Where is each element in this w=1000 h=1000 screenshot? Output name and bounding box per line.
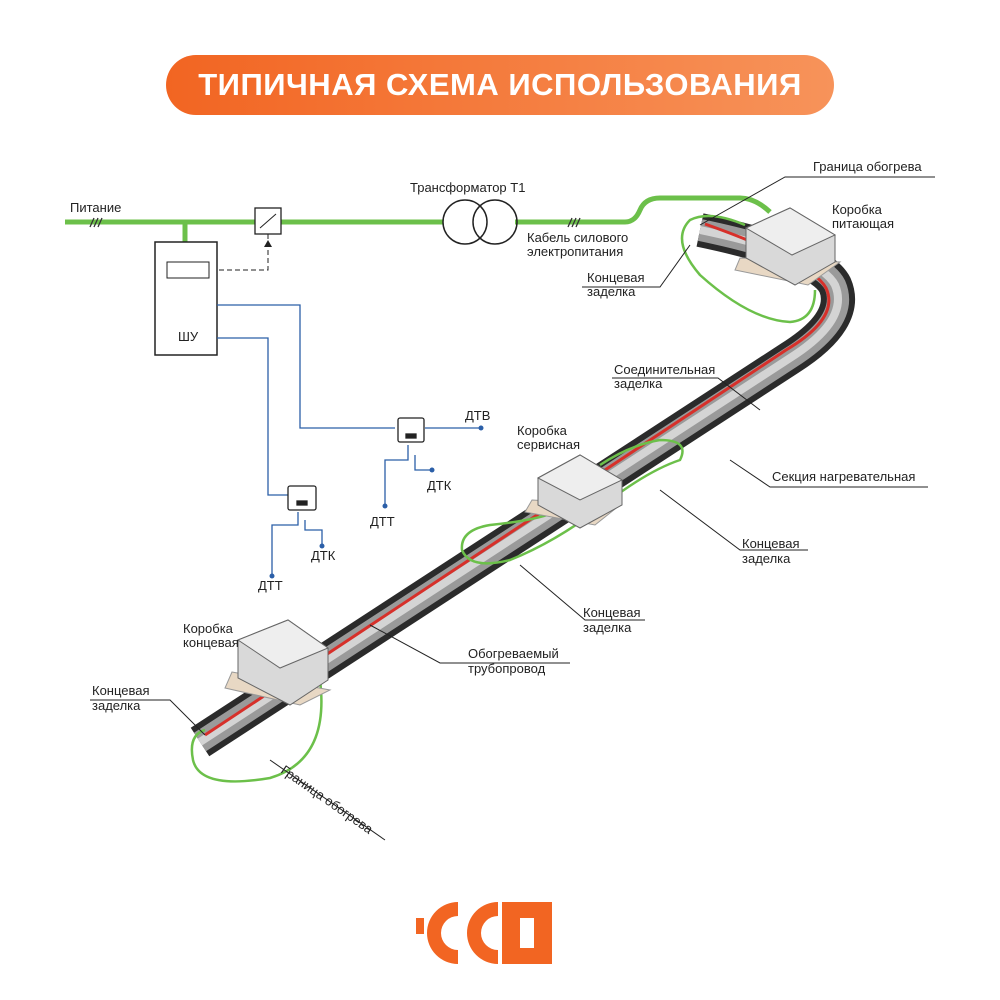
transformer-symbol (442, 199, 518, 245)
label-end-seal-right-2: заделка (742, 551, 791, 566)
label-boundary-top: Граница обогрева (813, 159, 922, 174)
label-service-box-1: Коробка (517, 423, 568, 438)
label-end-seal-top-1: Концевая (587, 270, 645, 285)
label-dtt-2: ДТТ (258, 578, 283, 593)
label-transformer: Трансформатор Т1 (410, 180, 525, 195)
label-end-seal-left-2: заделка (92, 698, 141, 713)
label-pipe-1: Обогреваемый (468, 646, 559, 661)
label-end-seal-left-1: Концевая (92, 683, 150, 698)
heating-boundaries (190, 214, 817, 783)
service-box (524, 454, 624, 529)
label-dtk-2: ДТК (311, 548, 336, 563)
control-cabinet (154, 241, 218, 356)
label-joint-2: заделка (614, 376, 663, 391)
label-dtt-1: ДТТ (370, 514, 395, 529)
label-cable-1: Кабель силового (527, 230, 628, 245)
label-boundary-bottom: Граница обогрева (278, 762, 376, 837)
supply-box (734, 207, 842, 286)
cable-ticks (89, 217, 581, 228)
title-banner: ТИПИЧНАЯ СХЕМА ИСПОЛЬЗОВАНИЯ (166, 55, 834, 115)
end-box (224, 619, 332, 706)
cci-logo (416, 902, 552, 964)
label-section: Секция нагревательная (772, 469, 915, 484)
label-dtv: ДТВ (465, 408, 490, 423)
label-dtk-1: ДТК (427, 478, 452, 493)
label-end-seal-top-2: заделка (587, 284, 636, 299)
power-line (65, 195, 772, 242)
label-supply-box-1: Коробка (832, 202, 883, 217)
label-end-box-1: Коробка (183, 621, 234, 636)
label-joint-1: Соединительная (614, 362, 715, 377)
switch-symbol (218, 207, 282, 271)
sensor-wires (217, 304, 480, 575)
sensor-dots (269, 425, 484, 579)
sensor-boxes (287, 417, 425, 511)
label-end-seal-mid-2: заделка (583, 620, 632, 635)
label-end-box-2: концевая (183, 635, 239, 650)
label-pipe-2: трубопровод (468, 661, 546, 676)
label-shu: ШУ (178, 329, 199, 344)
label-supply-box-2: питающая (832, 216, 894, 231)
label-service-box-2: сервисная (517, 437, 580, 452)
label-end-seal-right-1: Концевая (742, 536, 800, 551)
leader-lines (90, 176, 935, 841)
label-power: Питание (70, 200, 121, 215)
label-end-seal-mid-1: Концевая (583, 605, 641, 620)
label-cable-2: электропитания (527, 244, 623, 259)
